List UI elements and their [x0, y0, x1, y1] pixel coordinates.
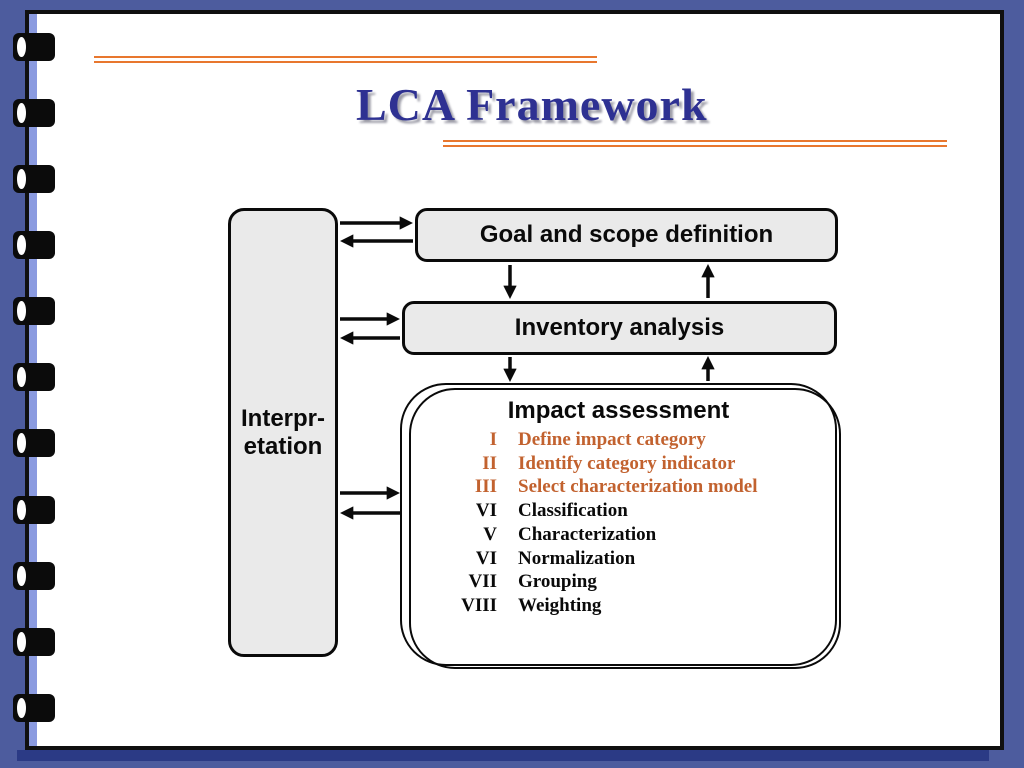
impact-item-text: Grouping [518, 571, 597, 593]
clip-highlight [17, 367, 26, 387]
interpretation-label-line1: Interpr- [241, 404, 325, 432]
clip-highlight [17, 169, 26, 189]
impact-item: V Characterization [442, 523, 835, 547]
impact-item-text: Identify category indicator [518, 452, 736, 474]
goal-and-scope-box: Goal and scope definition [415, 208, 838, 262]
binder-clip-icon [13, 99, 55, 127]
clip-highlight [17, 566, 26, 586]
impact-assessment-title: Impact assessment [507, 397, 730, 424]
title-rule-bottom [443, 140, 947, 147]
binder-clip-icon [13, 363, 55, 391]
impact-item: I Define impact category [442, 428, 835, 452]
impact-item: VIII Weighting [442, 594, 835, 618]
binder-clip-icon [13, 297, 55, 325]
goal-and-scope-label: Goal and scope definition [479, 221, 774, 248]
inventory-analysis-box: Inventory analysis [402, 301, 837, 355]
impact-item: VII Grouping [442, 570, 835, 594]
title-rule-top [94, 56, 597, 63]
impact-item-numeral: I [489, 429, 497, 450]
clip-highlight [17, 103, 26, 123]
binder-clip-icon [13, 562, 55, 590]
page-shadow [17, 750, 989, 761]
impact-item-text: Characterization [518, 523, 657, 545]
impact-item-text: Normalization [518, 547, 636, 569]
impact-item: II Identify category indicator [442, 452, 835, 476]
impact-item-numeral: II [482, 452, 497, 474]
clip-highlight [17, 301, 26, 321]
impact-item-numeral: III [474, 476, 497, 498]
impact-item: VI Normalization [442, 547, 835, 571]
binder-clip-icon [13, 628, 55, 656]
impact-item-text: Classification [518, 500, 628, 522]
clip-highlight [17, 37, 26, 57]
interpretation-label-line2: etation [243, 432, 323, 460]
impact-assessment-box: Impact assessment I Define impact categor… [400, 383, 841, 669]
impact-item-text: Weighting [518, 594, 602, 616]
impact-item-numeral: VII [468, 571, 497, 593]
impact-item-text: Select characterization model [518, 476, 758, 498]
binder-clip-icon [13, 429, 55, 457]
clip-highlight [17, 698, 26, 718]
interpretation-box: Interpr- etation [228, 208, 338, 657]
clip-highlight [17, 235, 26, 255]
impact-item-numeral: VI [475, 500, 497, 522]
impact-item: III Select characterization model [442, 475, 835, 499]
clip-highlight [17, 500, 26, 520]
inventory-analysis-label: Inventory analysis [514, 314, 725, 341]
impact-item-numeral: VI [475, 547, 497, 569]
impact-item-numeral: VIII [461, 594, 497, 616]
binder-clip-icon [13, 33, 55, 61]
impact-item-numeral: V [483, 523, 497, 545]
binder-clip-icon [13, 165, 55, 193]
impact-item-text: Define impact category [518, 429, 706, 450]
impact-item: VI Classification [442, 499, 835, 523]
page-title: LCA Framework [356, 79, 708, 130]
binder-clip-icon [13, 231, 55, 259]
binder-clip-icon [13, 694, 55, 722]
clip-highlight [17, 433, 26, 453]
clip-highlight [17, 632, 26, 652]
binder-clip-icon [13, 496, 55, 524]
